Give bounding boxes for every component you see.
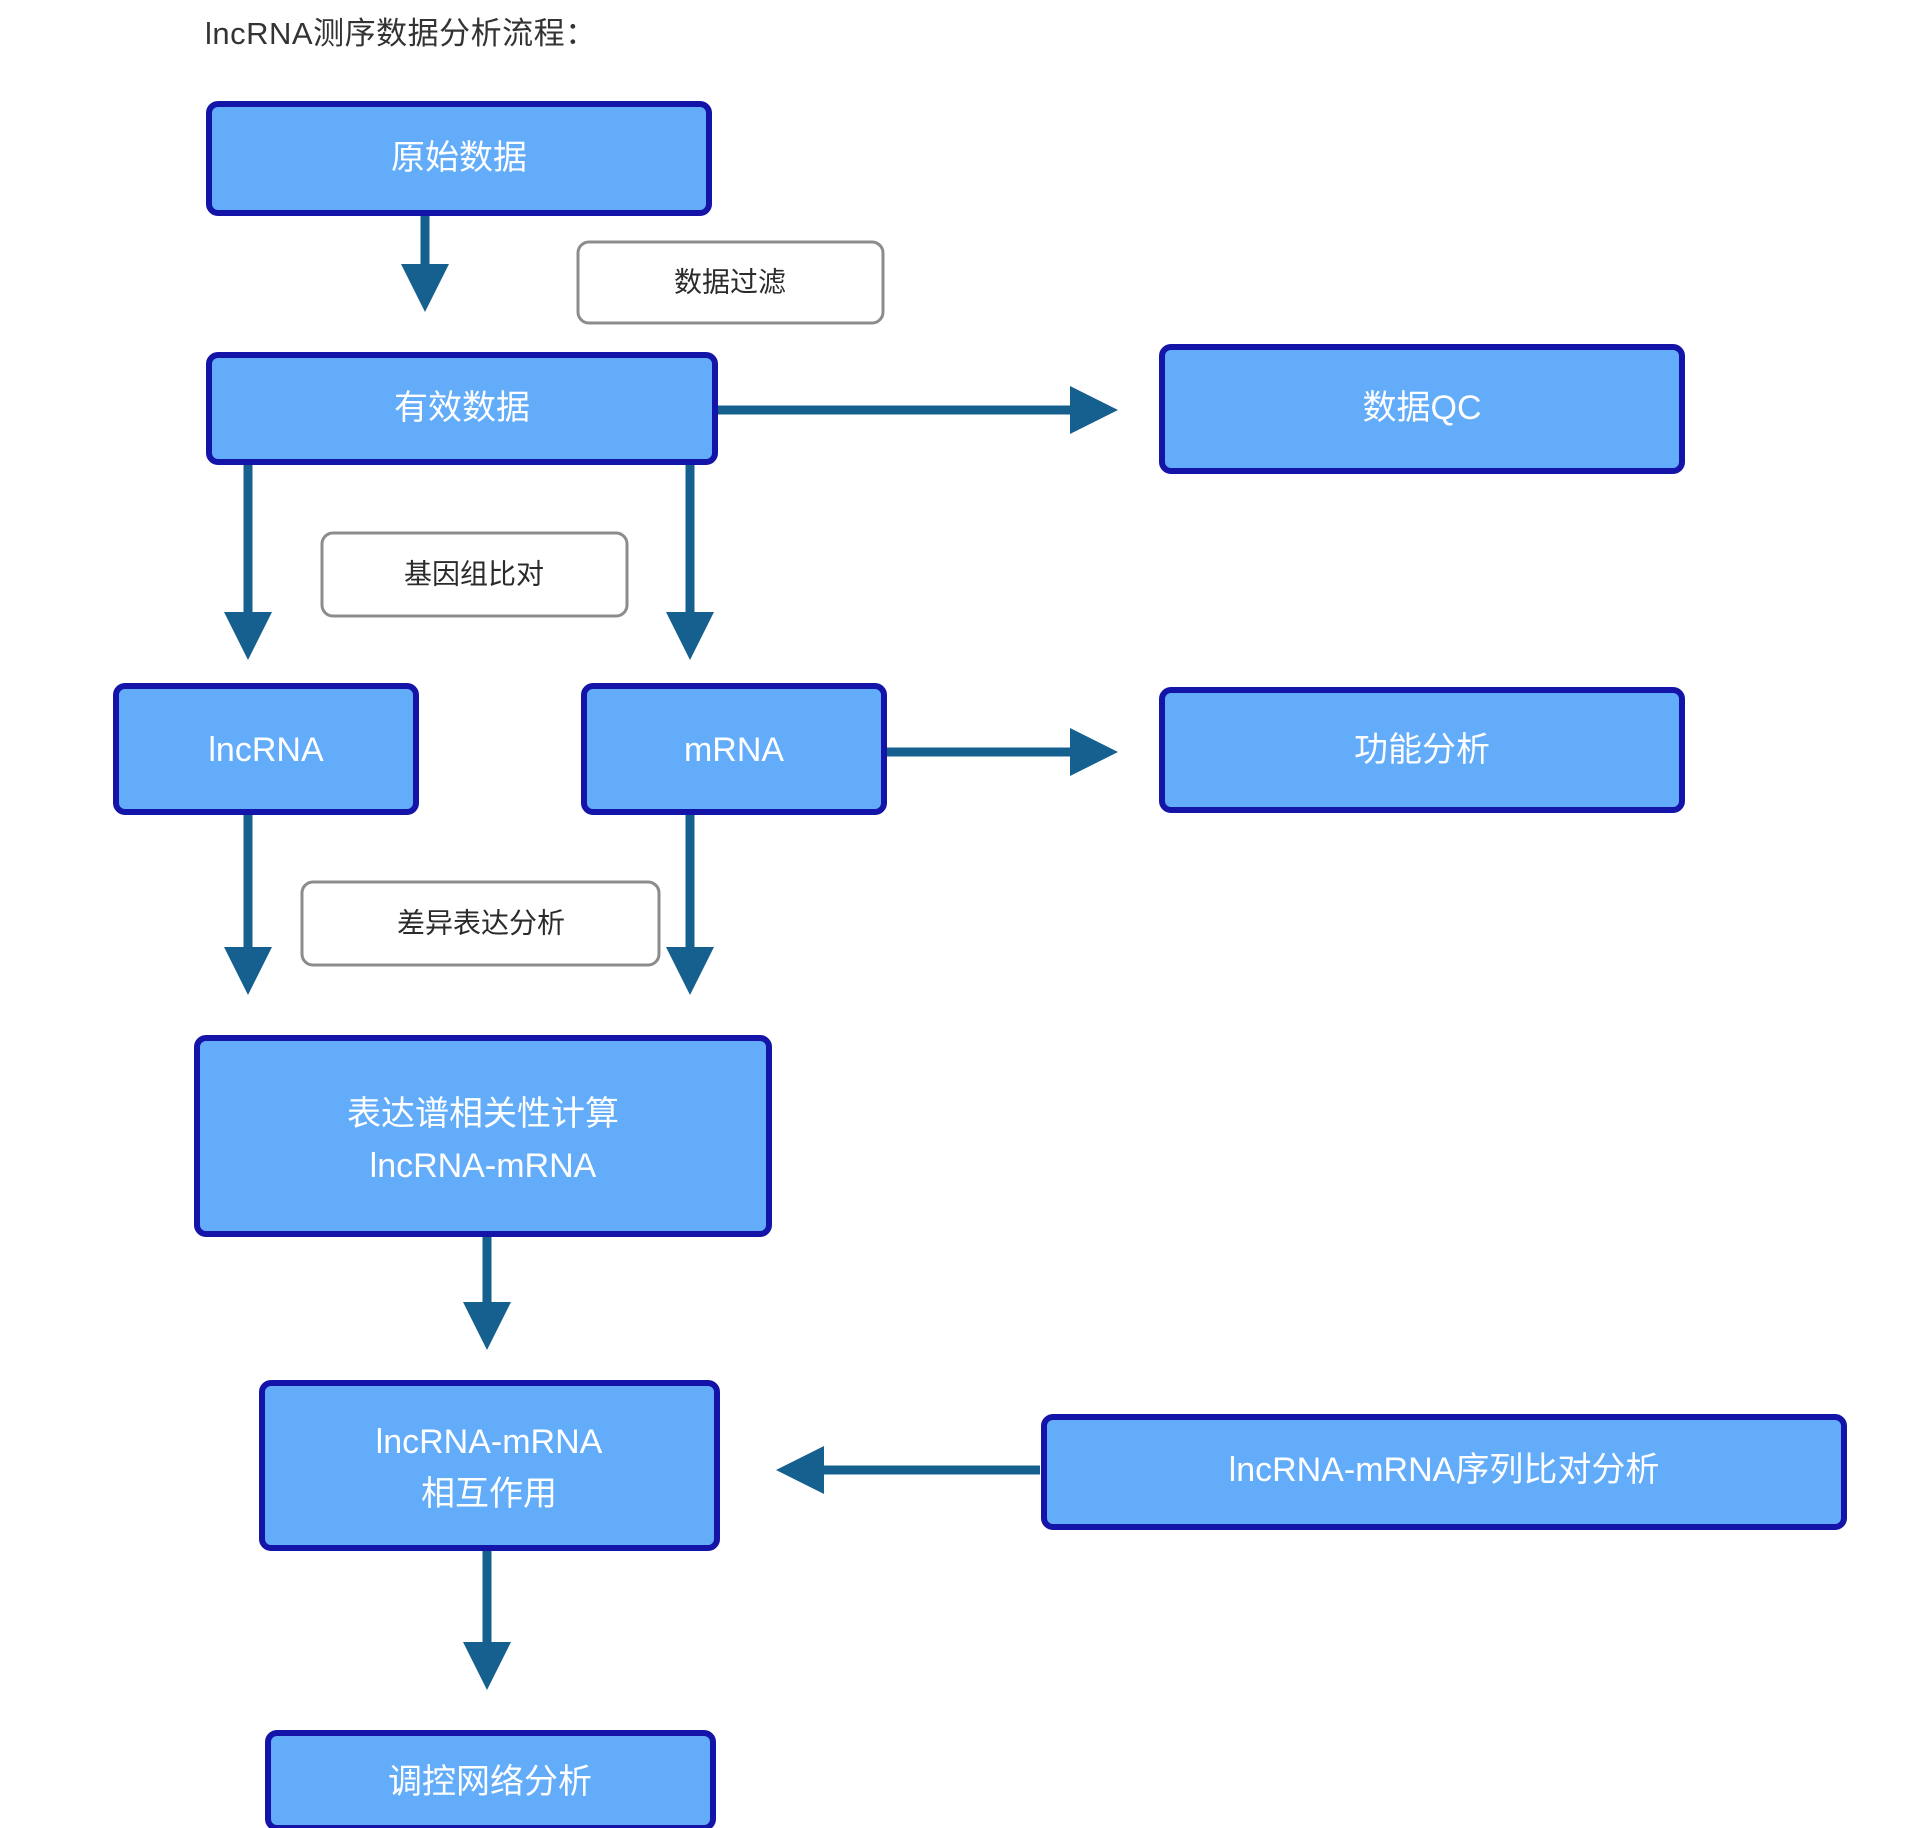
edge-valid-to-lncrna	[224, 462, 272, 660]
edge-mrna-to-correlation	[666, 812, 714, 995]
edge-mrna-to-function	[884, 728, 1118, 776]
node-mrna[interactable]: mRNA	[581, 683, 887, 815]
node-raw-data-label: 原始数据	[391, 139, 527, 177]
edge-label-differential-expression: 差异表达分析	[300, 880, 661, 967]
node-data-qc-label: 数据QC	[1363, 389, 1482, 427]
page-title: lncRNA测序数据分析流程：	[205, 16, 597, 51]
edge-alignment-to-interaction	[776, 1446, 1040, 1494]
node-mrna-label: mRNA	[684, 731, 784, 769]
node-lncrna-label: lncRNA	[208, 731, 324, 769]
node-data-qc[interactable]: 数据QC	[1159, 344, 1685, 474]
node-correlation-line2: lncRNA-mRNA	[370, 1147, 597, 1185]
node-correlation[interactable]: 表达谱相关性计算 lncRNA-mRNA	[194, 1035, 772, 1237]
node-sequence-alignment-label: lncRNA-mRNA序列比对分析	[1229, 1451, 1660, 1489]
edge-label-data-filter-text: 数据过滤	[674, 266, 786, 297]
node-sequence-alignment[interactable]: lncRNA-mRNA序列比对分析	[1041, 1414, 1847, 1530]
node-interaction-line2: 相互作用	[421, 1475, 557, 1513]
edge-label-genome-alignment: 基因组比对	[320, 531, 629, 618]
node-raw-data[interactable]: 原始数据	[206, 101, 712, 216]
node-function-analysis-label: 功能分析	[1354, 731, 1490, 769]
edge-label-differential-expression-text: 差异表达分析	[397, 907, 565, 938]
node-interaction[interactable]: lncRNA-mRNA 相互作用	[259, 1380, 720, 1551]
edge-raw-to-valid	[401, 213, 449, 312]
edge-valid-to-mrna	[666, 462, 714, 660]
node-correlation-line1: 表达谱相关性计算	[347, 1095, 619, 1133]
node-interaction-line1: lncRNA-mRNA	[376, 1423, 603, 1461]
edge-correlation-to-interaction	[463, 1234, 511, 1350]
node-lncrna[interactable]: lncRNA	[113, 683, 419, 815]
node-network-analysis[interactable]: 调控网络分析	[265, 1730, 716, 1828]
node-network-analysis-label: 调控网络分析	[388, 1763, 592, 1801]
node-valid-data[interactable]: 有效数据	[206, 352, 718, 465]
edge-valid-to-qc	[715, 386, 1118, 434]
edge-label-genome-alignment-text: 基因组比对	[404, 558, 544, 589]
edge-label-data-filter: 数据过滤	[576, 240, 885, 325]
edge-interaction-to-network	[463, 1548, 511, 1690]
node-function-analysis[interactable]: 功能分析	[1159, 687, 1685, 813]
node-valid-data-label: 有效数据	[394, 389, 530, 427]
edge-lncrna-to-correlation	[224, 812, 272, 995]
